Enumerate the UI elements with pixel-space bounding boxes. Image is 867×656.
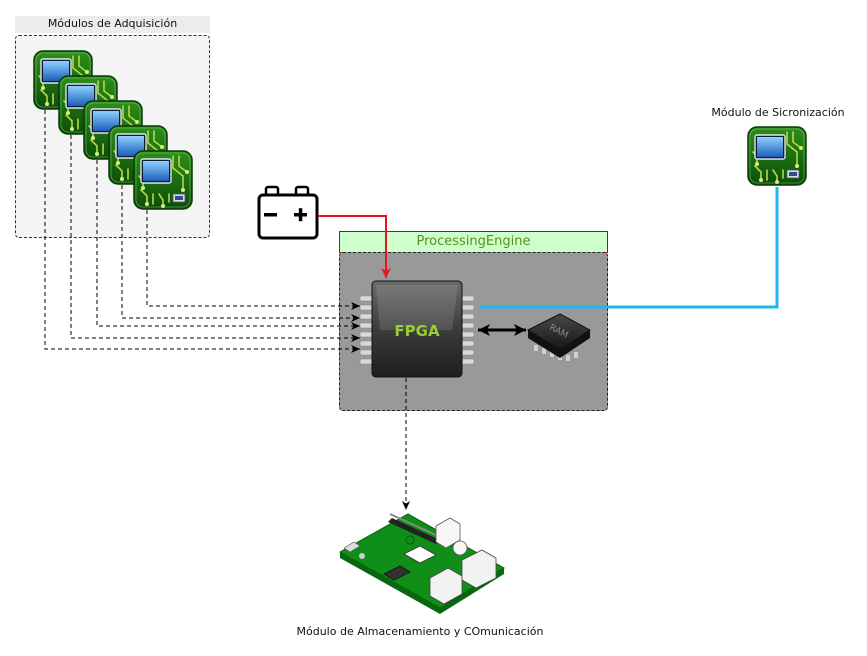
sync-line	[480, 187, 779, 309]
ram-chip: RAM	[526, 313, 591, 361]
storage-module-label: Módulo de Almacenamiento y COmunicación	[296, 625, 544, 638]
acquisition-group-title: Módulos de Adquisición	[47, 17, 178, 30]
raspberry-pi-board-icon	[338, 513, 505, 614]
power-line	[318, 215, 391, 278]
connector-module-2	[70, 135, 360, 342]
fpga-label: FPGA	[394, 322, 440, 340]
fpga-chip: FPGA	[359, 280, 475, 378]
connector-module-4	[121, 185, 360, 322]
sync-module-icon	[747, 126, 807, 186]
battery-icon	[257, 185, 319, 240]
acquisition-connectors	[44, 110, 360, 353]
connector-module-5	[146, 210, 360, 310]
connector-module-1	[44, 110, 360, 353]
acquisition-module-5	[133, 150, 193, 210]
sync-module-label: Módulo de Sicronización	[711, 106, 845, 119]
acquisition-group-header	[15, 16, 210, 33]
